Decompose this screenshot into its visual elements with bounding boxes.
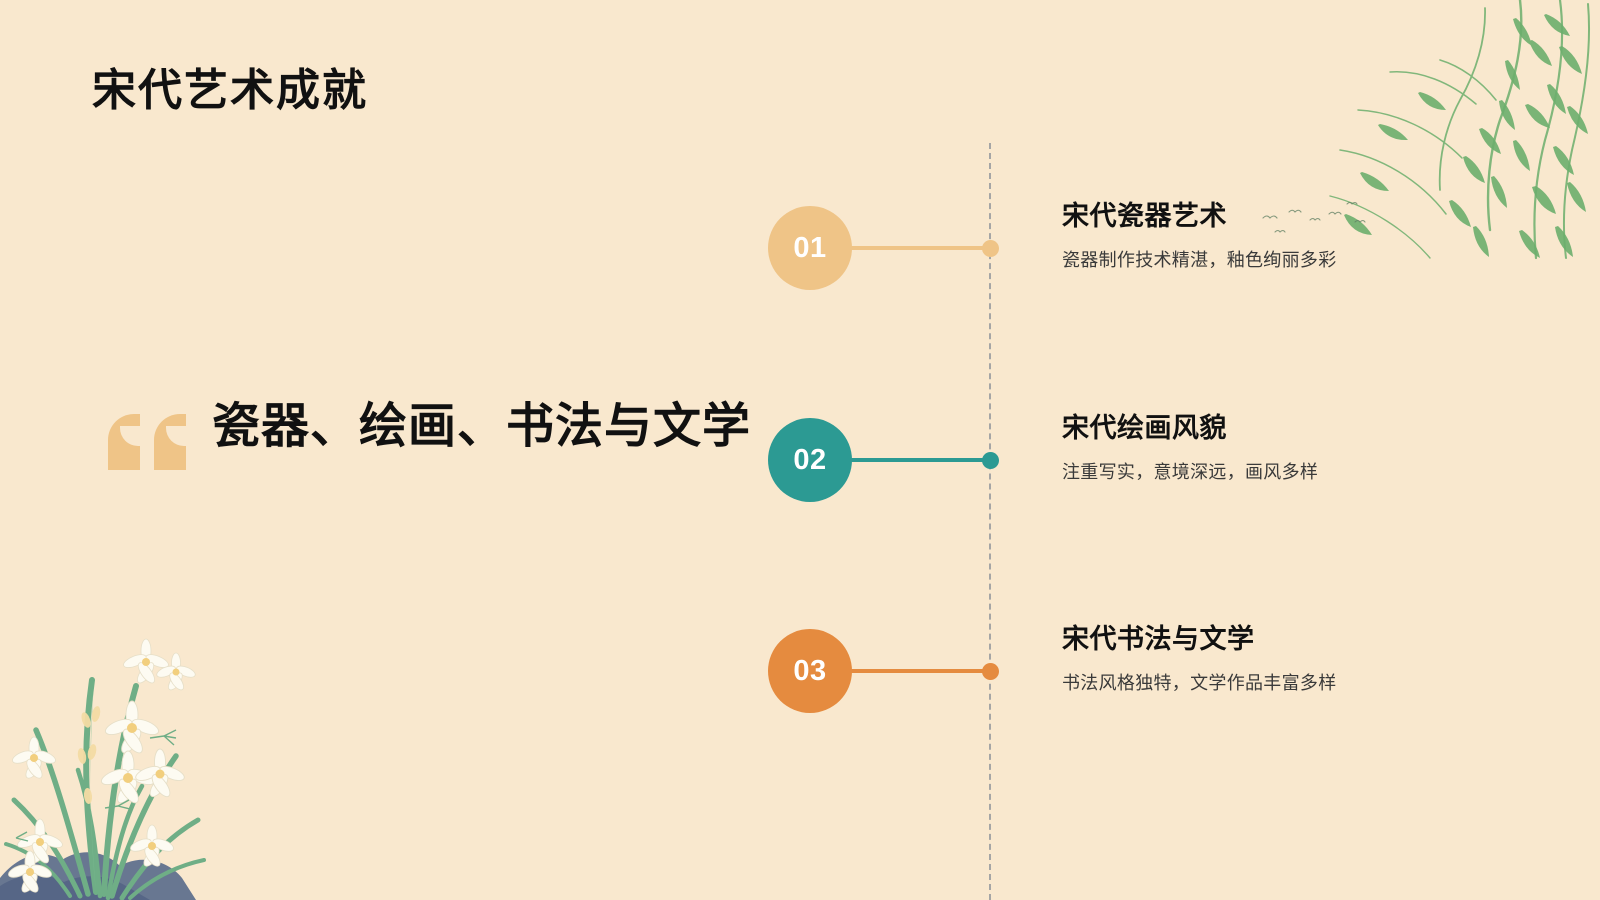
- timeline-connector-02: [848, 458, 990, 462]
- quote-block: 瓷器、绘画、书法与文学: [108, 398, 751, 470]
- timeline-description-03: 书法风格独特，文学作品丰富多样: [1062, 672, 1337, 693]
- timeline-number-badge-03[interactable]: 03: [768, 629, 852, 713]
- timeline-number-badge-01[interactable]: 01: [768, 206, 852, 290]
- timeline-number-badge-02[interactable]: 02: [768, 418, 852, 502]
- timeline-heading-03: 宋代书法与文学: [1062, 624, 1255, 654]
- timeline-connector-01: [848, 246, 990, 250]
- timeline-axis-dot-01: [982, 240, 999, 257]
- page-title: 宋代艺术成就: [92, 66, 368, 115]
- timeline-description-01: 瓷器制作技术精湛，釉色绚丽多彩: [1062, 249, 1337, 270]
- timeline-axis: [989, 143, 991, 900]
- timeline-text-group-01: 宋代瓷器艺术 瓷器制作技术精湛，釉色绚丽多彩: [1062, 200, 1532, 272]
- timeline-axis-dot-03: [982, 663, 999, 680]
- narcissus-flowers-icon: [0, 638, 206, 900]
- timeline-axis-dot-02: [982, 452, 999, 469]
- quote-mark-icon: [108, 414, 186, 470]
- timeline-heading-01: 宋代瓷器艺术: [1062, 201, 1227, 231]
- timeline-heading-02: 宋代绘画风貌: [1062, 413, 1227, 443]
- timeline-text-group-02: 宋代绘画风貌 注重写实，意境深远，画风多样: [1062, 412, 1532, 484]
- timeline-connector-03: [848, 669, 990, 673]
- quote-text: 瓷器、绘画、书法与文学: [212, 400, 752, 453]
- timeline-text-group-03: 宋代书法与文学 书法风格独特，文学作品丰富多样: [1062, 623, 1532, 695]
- timeline-description-02: 注重写实，意境深远，画风多样: [1062, 461, 1319, 482]
